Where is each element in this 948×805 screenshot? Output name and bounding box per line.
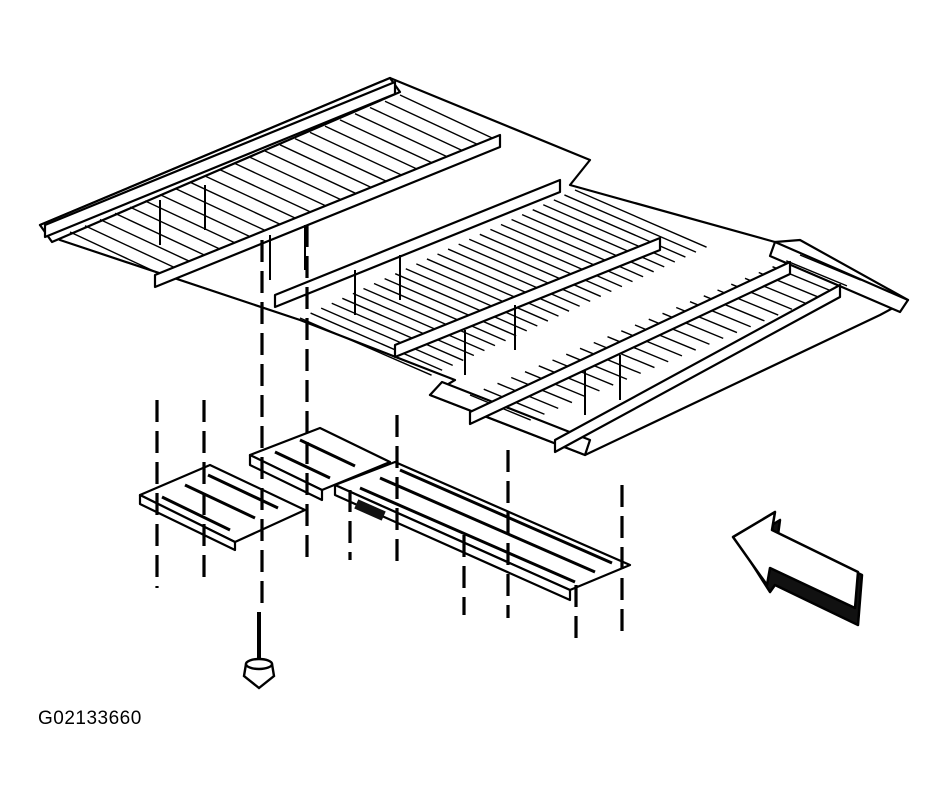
- arrow-icon: [731, 510, 864, 627]
- floor-rib: [369, 106, 465, 152]
- floor-rib: [490, 228, 623, 288]
- floor-rib: [500, 223, 633, 283]
- floor-rib: [564, 194, 697, 253]
- floor-rib: [264, 150, 360, 196]
- bolt-icon: [242, 612, 276, 690]
- floor-rib: [129, 206, 225, 252]
- side-lip-right: [768, 240, 910, 314]
- alignment-lines: [155, 225, 624, 645]
- floor-rib: [309, 131, 405, 177]
- cross-member: [393, 236, 662, 359]
- floor-rib: [342, 297, 475, 357]
- floor-rib: [339, 119, 435, 165]
- floor-rib: [785, 260, 848, 287]
- floor-rib: [620, 330, 683, 357]
- floor-rib: [416, 263, 549, 322]
- floor-rib: [384, 100, 480, 146]
- floor-rib: [354, 113, 450, 159]
- floor-rib: [574, 189, 707, 248]
- floor-rib: [310, 312, 443, 371]
- floor-rib: [84, 225, 180, 271]
- floor-rib: [399, 94, 495, 140]
- bracket-middle: [248, 426, 392, 502]
- mounting-brackets: [138, 426, 632, 602]
- floor-rib: [394, 273, 528, 332]
- floor-rib: [437, 253, 570, 312]
- floor-rib: [294, 137, 390, 184]
- floor-rib: [299, 317, 432, 376]
- floor-rib: [331, 302, 464, 362]
- cross-member: [468, 260, 792, 426]
- floor-ribs: [69, 94, 861, 421]
- floor-rib: [479, 233, 612, 293]
- floor-rib: [363, 287, 496, 347]
- floor-rib: [279, 144, 375, 190]
- floor-rib: [99, 218, 195, 265]
- floor-rib: [204, 175, 300, 221]
- floor-rib: [159, 194, 255, 240]
- floor-rib: [458, 243, 591, 302]
- floor-rib: [352, 292, 485, 352]
- floor-rib: [69, 231, 165, 277]
- floor-rib: [511, 218, 644, 278]
- cross-member: [153, 133, 502, 289]
- floor-rib: [174, 187, 270, 233]
- bracket-left: [138, 463, 307, 552]
- floor-rib: [553, 199, 686, 258]
- floor-rib: [579, 347, 641, 375]
- floor-rib: [114, 212, 210, 258]
- cross-member: [43, 80, 397, 239]
- figure-code: G02133660: [38, 708, 142, 729]
- bracket-long: [333, 460, 632, 602]
- floor-rib: [565, 353, 628, 380]
- floor-rib: [593, 341, 655, 369]
- cross-members: [43, 80, 842, 454]
- floor-rib: [249, 156, 345, 202]
- floor-rib: [234, 162, 330, 209]
- floor-rib: [219, 169, 315, 215]
- front-lip: [428, 380, 592, 457]
- floor-rib: [607, 336, 669, 363]
- floor-rib: [426, 258, 559, 317]
- floor-rib: [447, 248, 580, 307]
- floor-rib: [468, 238, 602, 298]
- cross-member: [273, 178, 562, 309]
- floor-rib: [373, 282, 506, 342]
- floor-rib: [552, 359, 614, 386]
- floor-rib: [324, 125, 420, 171]
- floor-rib: [799, 254, 861, 281]
- floor-panel-assembly: [38, 76, 910, 457]
- floor-rib: [320, 307, 453, 366]
- floor-rib: [384, 277, 517, 337]
- cross-member: [553, 283, 842, 454]
